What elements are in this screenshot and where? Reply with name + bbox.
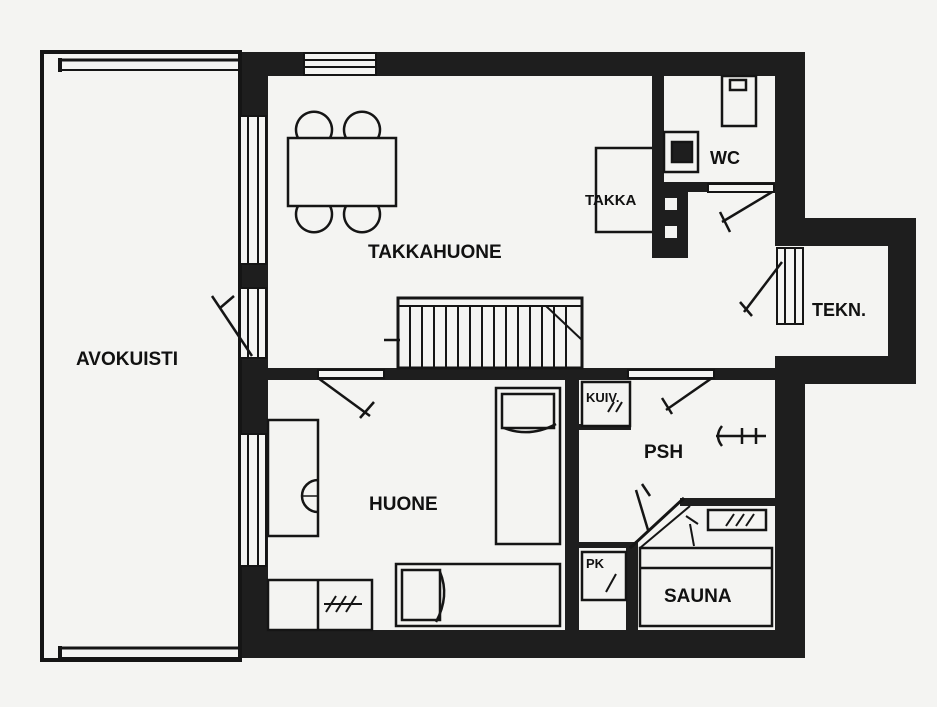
- dining-set: [286, 110, 398, 234]
- stair-treads: [409, 306, 567, 368]
- sauna-thermometer: [685, 515, 699, 547]
- doors: [210, 183, 783, 550]
- toilet-icon: [720, 74, 758, 128]
- dining-chair: [342, 205, 382, 234]
- sink-icon: [662, 130, 700, 174]
- labels: AVOKUISTI TAKKAHUONE TAKKA WC TEKN. HUON…: [76, 148, 866, 607]
- desk: [266, 418, 320, 538]
- wc-fixtures: [662, 74, 758, 174]
- room-label-takka: TAKKA: [585, 192, 637, 209]
- room-label-wc: WC: [710, 148, 740, 168]
- bed-right: [494, 386, 562, 546]
- door-porch[interactable]: [210, 295, 254, 357]
- dining-table: [286, 136, 398, 208]
- room-label-avokuisti: AVOKUISTI: [76, 349, 178, 370]
- window-left-lower: [239, 433, 267, 567]
- room-label-kuiv: KUIV.: [586, 390, 619, 405]
- sauna-stove: [706, 508, 768, 532]
- window-top: [303, 52, 377, 76]
- window-left-upper: [239, 115, 267, 265]
- wall-huone-right: [565, 368, 579, 658]
- fireplace: [594, 146, 652, 234]
- room-label-tekn: TEKN.: [812, 300, 866, 320]
- wall-sauna-left: [626, 542, 638, 658]
- drying-cabinet: [580, 380, 632, 428]
- windows: [239, 52, 804, 567]
- fireplace-opening: [665, 226, 677, 238]
- window-left-mid: [239, 287, 267, 359]
- stair-direction: [545, 305, 583, 341]
- sauna-benches: [638, 546, 774, 628]
- wardrobe: [266, 578, 374, 632]
- wall-right-upper: [775, 52, 805, 220]
- dining-chair: [294, 110, 334, 139]
- stair-outline: [396, 296, 584, 370]
- shower-icon: [716, 425, 766, 447]
- bed-bottom: [394, 562, 562, 628]
- huone-furniture: [266, 386, 562, 632]
- stairs: [396, 296, 584, 370]
- room-label-sauna: SAUNA: [664, 586, 732, 607]
- door-huone[interactable]: [317, 369, 385, 419]
- window-tekn: [776, 247, 804, 325]
- door-sauna[interactable]: [628, 483, 691, 550]
- fireplace-opening: [665, 198, 677, 210]
- door-wc[interactable]: [707, 183, 775, 233]
- dining-chair: [342, 110, 382, 139]
- dining-chair: [294, 205, 334, 234]
- wall-pk: [579, 542, 631, 548]
- door-psh[interactable]: [627, 369, 715, 415]
- door-tekn[interactable]: [739, 261, 783, 317]
- room-label-pk: PK: [586, 556, 605, 571]
- wall-bottom: [238, 630, 805, 658]
- wall-sauna-top: [680, 498, 780, 506]
- wall-right-lower: [775, 380, 805, 658]
- room-label-psh: PSH: [644, 442, 683, 463]
- room-label-takkahuone: TAKKAHUONE: [368, 242, 502, 263]
- room-label-huone: HUONE: [369, 494, 438, 515]
- pk-cabinet: [580, 550, 628, 602]
- bath-fixtures: [580, 380, 774, 628]
